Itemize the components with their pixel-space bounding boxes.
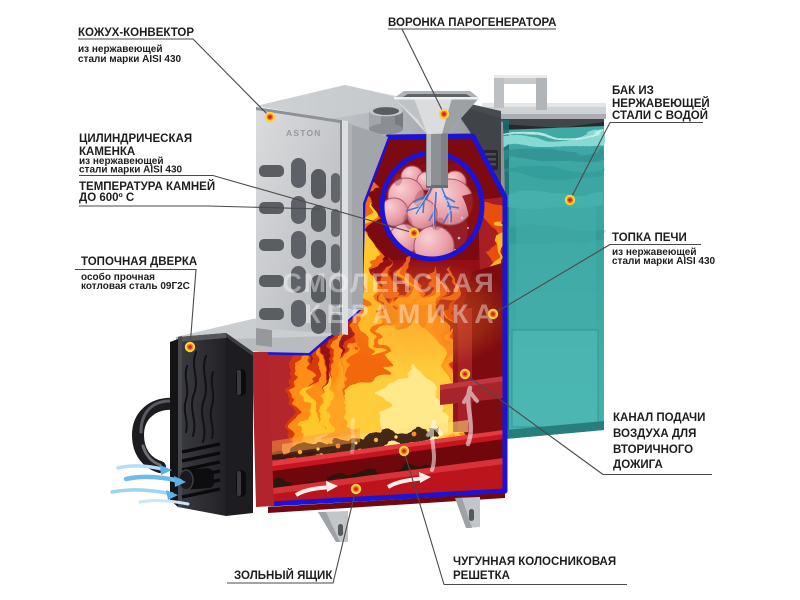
svg-text:КОЖУХ-КОНВЕКТОР: КОЖУХ-КОНВЕКТОР bbox=[78, 27, 194, 39]
svg-text:РЕШЕТКА: РЕШЕТКА bbox=[453, 570, 510, 582]
svg-text:ЧУГУННАЯ КОЛОСНИКОВАЯ: ЧУГУННАЯ КОЛОСНИКОВАЯ bbox=[453, 556, 616, 568]
svg-text:стали марки AISI 430: стали марки AISI 430 bbox=[612, 256, 716, 267]
svg-text:стали марки AISI 430: стали марки AISI 430 bbox=[79, 165, 183, 176]
svg-text:ТОПОЧНАЯ ДВЕРКА: ТОПОЧНАЯ ДВЕРКА bbox=[81, 256, 197, 268]
svg-text:ВОРОНКА ПАРОГЕНЕРАТОРА: ВОРОНКА ПАРОГЕНЕРАТОРА bbox=[388, 17, 557, 29]
svg-text:КАНАЛ ПОДАЧИ: КАНАЛ ПОДАЧИ bbox=[613, 412, 705, 424]
svg-text:котловая сталь 09Г2С: котловая сталь 09Г2С bbox=[81, 281, 190, 292]
svg-text:СТАЛИ С ВОДОЙ: СТАЛИ С ВОДОЙ bbox=[612, 109, 708, 122]
svg-text:КАМЕНКА: КАМЕНКА bbox=[79, 146, 135, 158]
svg-text:ТОПКА ПЕЧИ: ТОПКА ПЕЧИ bbox=[612, 232, 687, 244]
svg-text:из нержавеющей: из нержавеющей bbox=[79, 156, 164, 167]
svg-text:ЦИЛИНДРИЧЕСКАЯ: ЦИЛИНДРИЧЕСКАЯ bbox=[79, 133, 192, 145]
svg-text:ASTON: ASTON bbox=[286, 128, 322, 138]
svg-text:НЕРЖАВЕЮЩЕЙ: НЕРЖАВЕЮЩЕЙ bbox=[612, 97, 710, 110]
svg-text:особо прочная: особо прочная bbox=[81, 271, 155, 283]
svg-text:ТЕМПЕРАТУРА КАМНЕЙ: ТЕМПЕРАТУРА КАМНЕЙ bbox=[79, 180, 215, 193]
svg-text:ВТОРИЧНОГО: ВТОРИЧНОГО bbox=[613, 444, 693, 456]
svg-text:из нержавеющей: из нержавеющей bbox=[612, 247, 697, 258]
svg-text:БАК ИЗ: БАК ИЗ bbox=[612, 85, 654, 97]
svg-text:ДО 600º С: ДО 600º С bbox=[79, 192, 134, 204]
svg-text:стали марки AISI 430: стали марки AISI 430 bbox=[78, 54, 182, 65]
svg-text:КЕРАМИКА: КЕРАМИКА bbox=[304, 299, 500, 329]
svg-text:СМОЛЕНСКАЯ: СМОЛЕНСКАЯ bbox=[282, 268, 495, 298]
svg-text:ВОЗДУХА ДЛЯ: ВОЗДУХА ДЛЯ bbox=[613, 428, 696, 440]
svg-text:из нержавеющей: из нержавеющей bbox=[78, 44, 163, 55]
svg-text:ЗОЛЬНЫЙ ЯЩИК: ЗОЛЬНЫЙ ЯЩИК bbox=[234, 569, 333, 582]
svg-text:ДОЖИГА: ДОЖИГА bbox=[613, 459, 663, 471]
